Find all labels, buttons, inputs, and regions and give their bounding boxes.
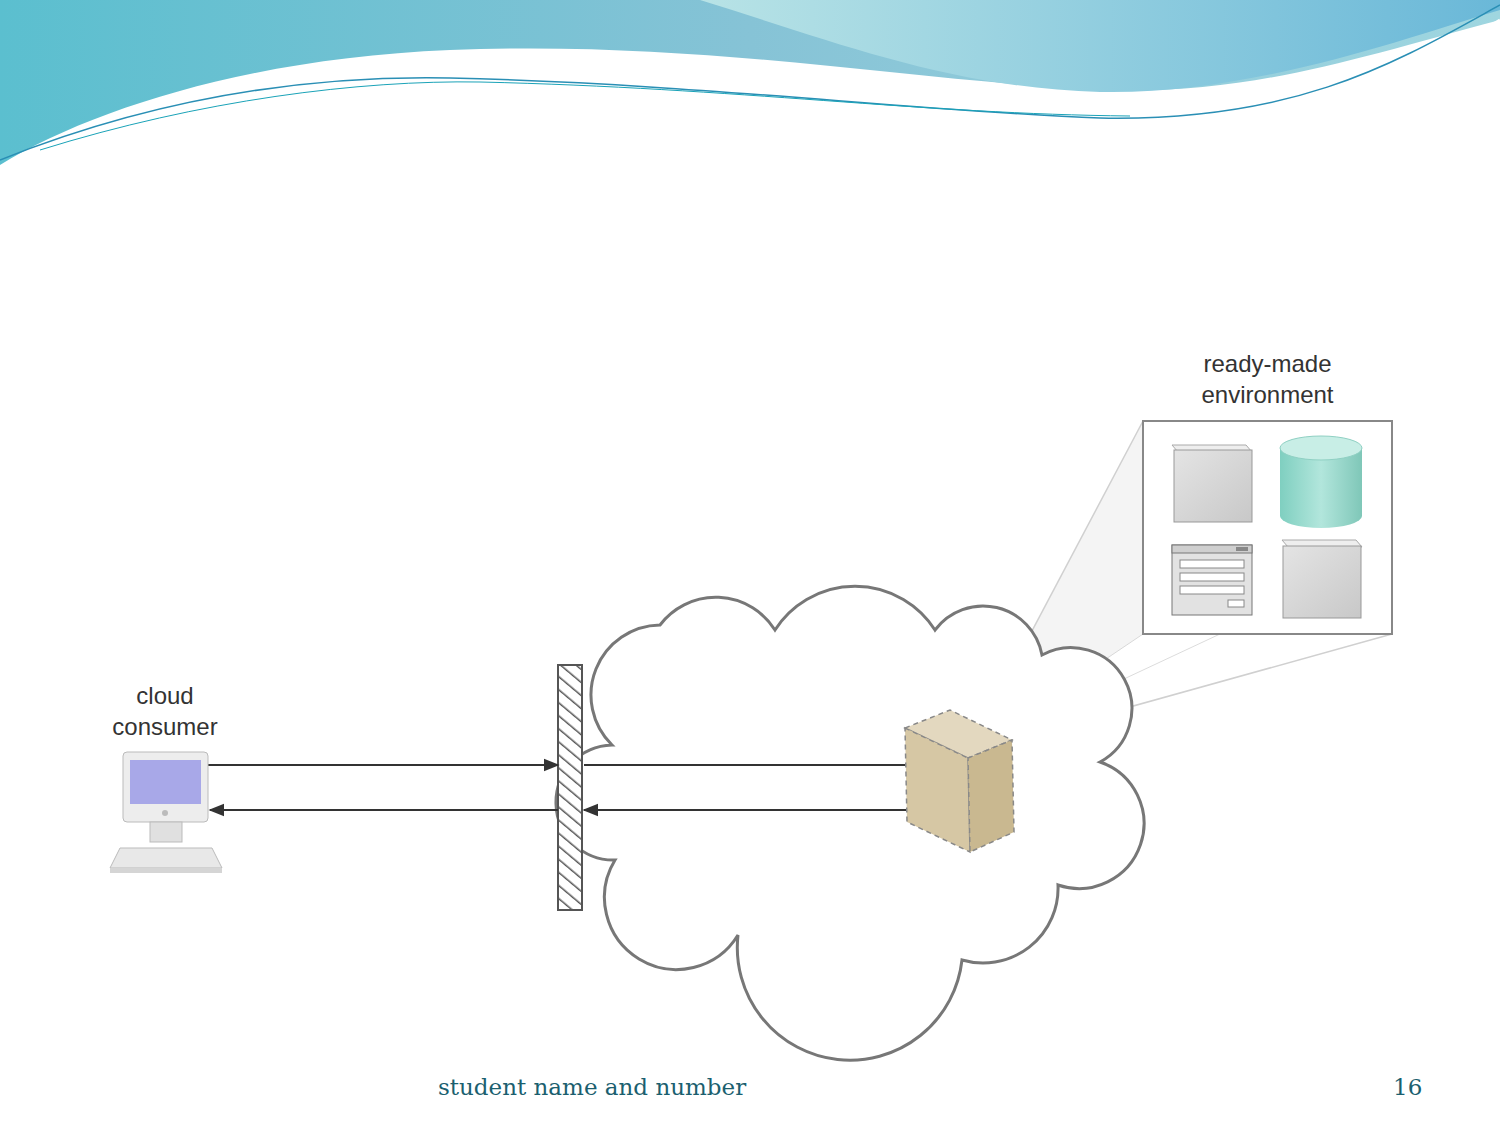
computer-icon: [110, 752, 222, 873]
virtual-server: [905, 710, 1014, 852]
node-label: ready-made environment: [1143, 348, 1392, 410]
message-arrows: [208, 765, 935, 810]
footer-text: student name and number: [438, 1074, 746, 1100]
database-icon: [1280, 436, 1362, 528]
node-label: cloud consumer: [95, 680, 235, 742]
environment-node: ready-made environment: [1143, 348, 1392, 410]
firewall-symbol: [558, 665, 582, 910]
page-number: 16: [1393, 1074, 1422, 1100]
header-wave: [0, 0, 1500, 168]
application-icon: [1172, 545, 1252, 615]
server-icon: [1282, 540, 1362, 618]
cloud-outline: [556, 586, 1144, 1060]
consumer-node: cloud consumer: [95, 680, 235, 742]
environment-box: [1143, 421, 1392, 634]
server-icon: [1172, 445, 1252, 522]
